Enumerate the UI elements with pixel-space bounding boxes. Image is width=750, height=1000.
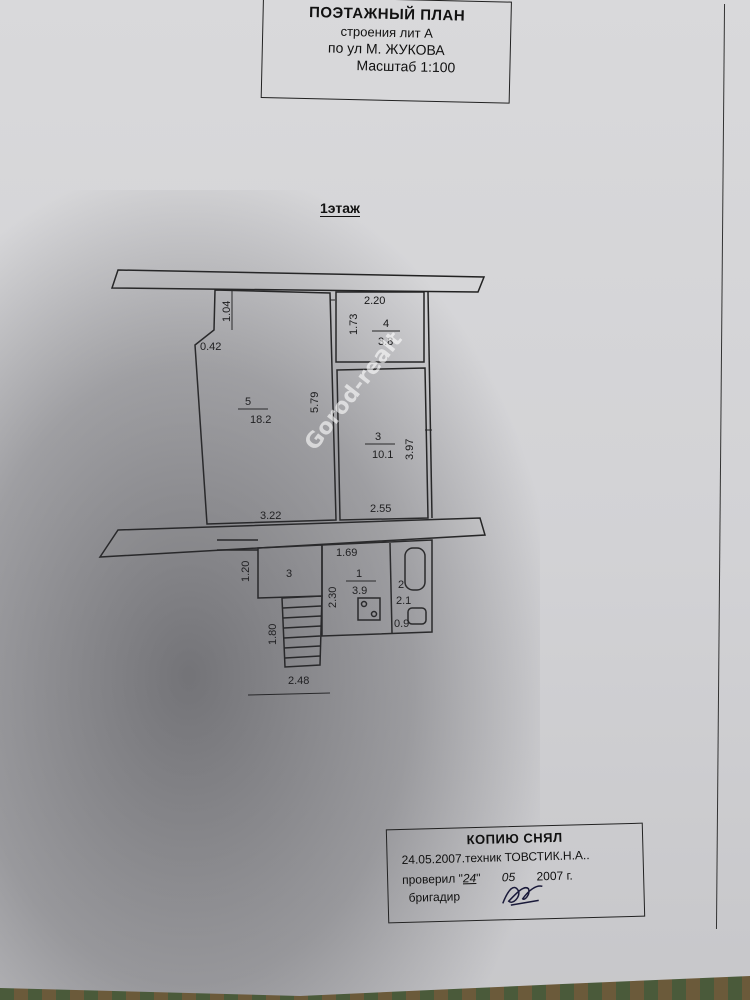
stove-fixture [357, 597, 381, 621]
dim-5-79: 5.79 [309, 392, 321, 413]
dim-0-9: 0.9 [394, 618, 409, 630]
room-5-area: 18.2 [250, 414, 271, 426]
dim-1-80: 1.80 [267, 624, 279, 645]
bottom-wall [98, 517, 486, 558]
room-1-number: 1 [356, 568, 362, 580]
checked-day: 24 [462, 871, 477, 886]
quote-mark: " [476, 870, 481, 886]
checked-label: проверил " [401, 871, 464, 887]
dim-1-69: 1.69 [336, 547, 357, 559]
copy-stamp: КОПИЮ СНЯЛ 24.05.2007.техник ТОВСТИК.Н.А… [385, 822, 646, 924]
sink-fixture [407, 607, 427, 625]
room-2-number: 2 [398, 579, 404, 591]
dim-2-30: 2.30 [327, 587, 339, 608]
room-1-area: 3.9 [352, 585, 367, 597]
dim-2-55: 2.55 [370, 503, 391, 515]
stamp-heading: КОПИЮ СНЯЛ [466, 829, 563, 848]
dim-1-20: 1.20 [240, 561, 252, 582]
dim-2-48: 2.48 [288, 675, 309, 687]
dim-2-20: 2.20 [364, 295, 385, 307]
room-3-area: 10.1 [372, 449, 393, 461]
bathtub-fixture [404, 547, 426, 591]
top-wall [110, 269, 486, 293]
porch-room-number: 3 [286, 568, 292, 580]
room-2-area: 2.1 [396, 595, 411, 607]
dim-1-04: 1.04 [221, 301, 233, 322]
dim-3-97: 3.97 [404, 439, 416, 460]
stamp-line-1: 24.05.2007.техник ТОВСТИК.Н.А.. [401, 848, 590, 867]
room-5-number: 5 [245, 396, 251, 408]
dim-1-73: 1.73 [348, 314, 360, 335]
signature-icon [502, 885, 543, 906]
room-3-number: 3 [375, 431, 381, 443]
dim-0-42: 0.42 [200, 341, 221, 353]
dim-3-22: 3.22 [260, 510, 281, 522]
